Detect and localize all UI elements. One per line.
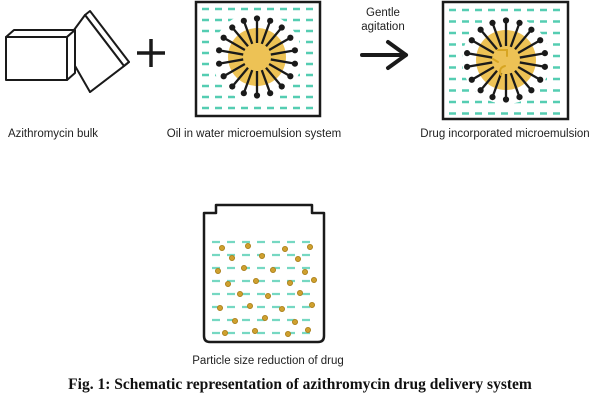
- label-oil-in-water-microemulsion: Oil in water microemulsion system: [166, 128, 342, 140]
- drug-microemulsion-box: [441, 0, 570, 121]
- bulk-boxes-icon: [5, 10, 130, 93]
- beaker-icon: [202, 203, 326, 344]
- drug-particles: [214, 242, 317, 337]
- label-gentle-agitation: Gentle agitation: [361, 7, 405, 34]
- micelle-with-drug-icon: [464, 17, 548, 103]
- figure-caption: Fig. 1: Schematic representation of azit…: [68, 376, 532, 393]
- incorporated-drug-marks: [492, 49, 508, 76]
- label-drug-incorporated-microemulsion: Drug incorporated microemulsion: [420, 128, 590, 140]
- arrow-right-icon: [360, 40, 408, 70]
- plus-icon: [137, 39, 165, 67]
- liquid-dashes: [212, 240, 316, 335]
- oil-in-water-box: [194, 0, 322, 118]
- micelle-icon: [215, 15, 299, 99]
- label-azithromycin-bulk: Azithromycin bulk: [7, 128, 99, 140]
- label-particle-size-reduction: Particle size reduction of drug: [192, 355, 344, 367]
